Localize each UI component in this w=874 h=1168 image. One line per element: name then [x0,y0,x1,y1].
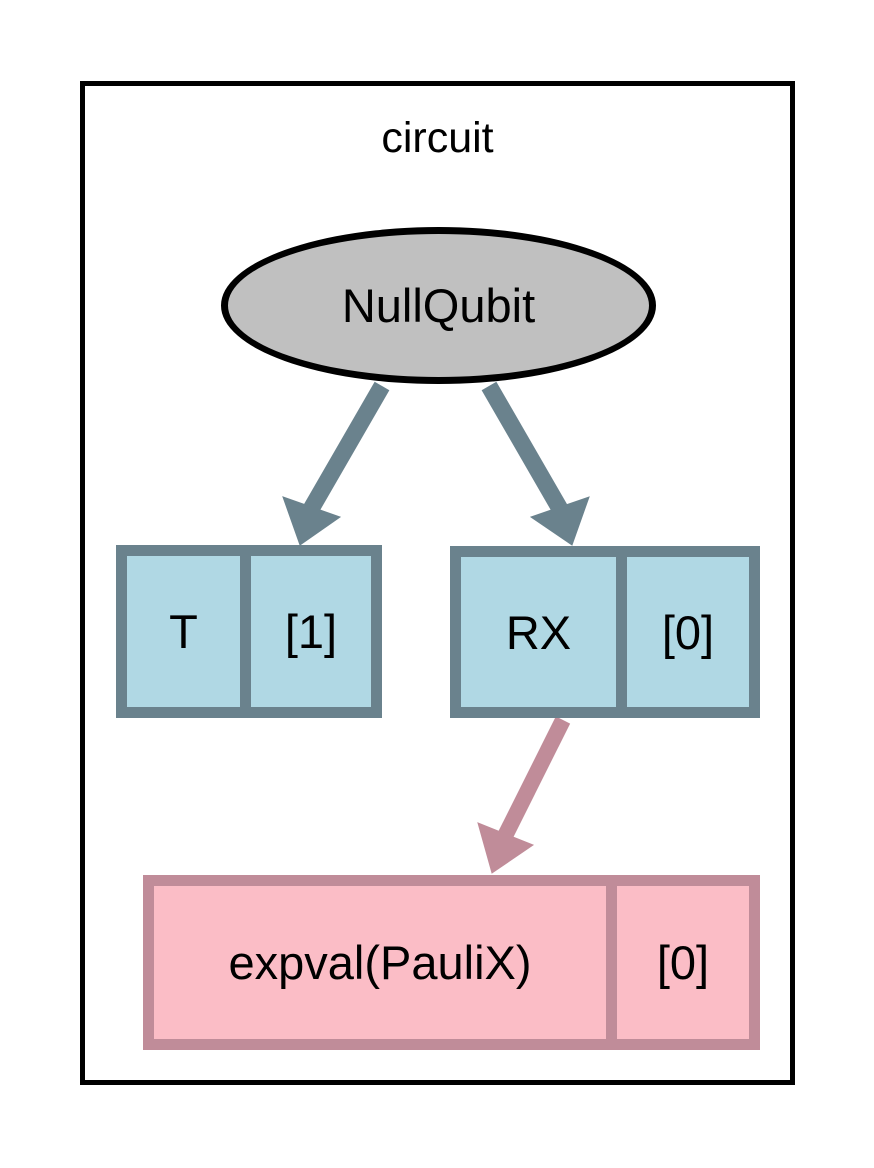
cluster-title: circuit [381,114,494,162]
node-t-gate-wires-label: [1] [284,605,338,658]
node-rx-gate-wires-cell: [0] [627,557,749,707]
node-nullqubit-label: NullQubit [341,279,536,332]
node-t-gate-wires-cell: [1] [251,556,371,707]
node-rx-gate[interactable]: RX [0] [450,546,760,718]
node-expval-paulix-wires-cell: [0] [617,886,749,1039]
node-t-gate-op-cell: T [127,556,240,707]
node-nullqubit[interactable]: NullQubit [221,227,656,384]
node-expval-paulix[interactable]: expval(PauliX) [0] [143,875,760,1050]
cluster-frame-circuit [80,81,795,1085]
node-expval-paulix-op-cell: expval(PauliX) [154,886,606,1039]
node-t-gate[interactable]: T [1] [116,545,382,718]
node-expval-paulix-op-label: expval(PauliX) [228,936,532,989]
node-rx-gate-wires-label: [0] [661,605,715,659]
node-expval-paulix-wires-label: [0] [656,936,710,989]
node-t-gate-op-label: T [169,605,198,658]
node-rx-gate-op-cell: RX [461,557,616,707]
node-rx-gate-op-label: RX [505,605,572,659]
